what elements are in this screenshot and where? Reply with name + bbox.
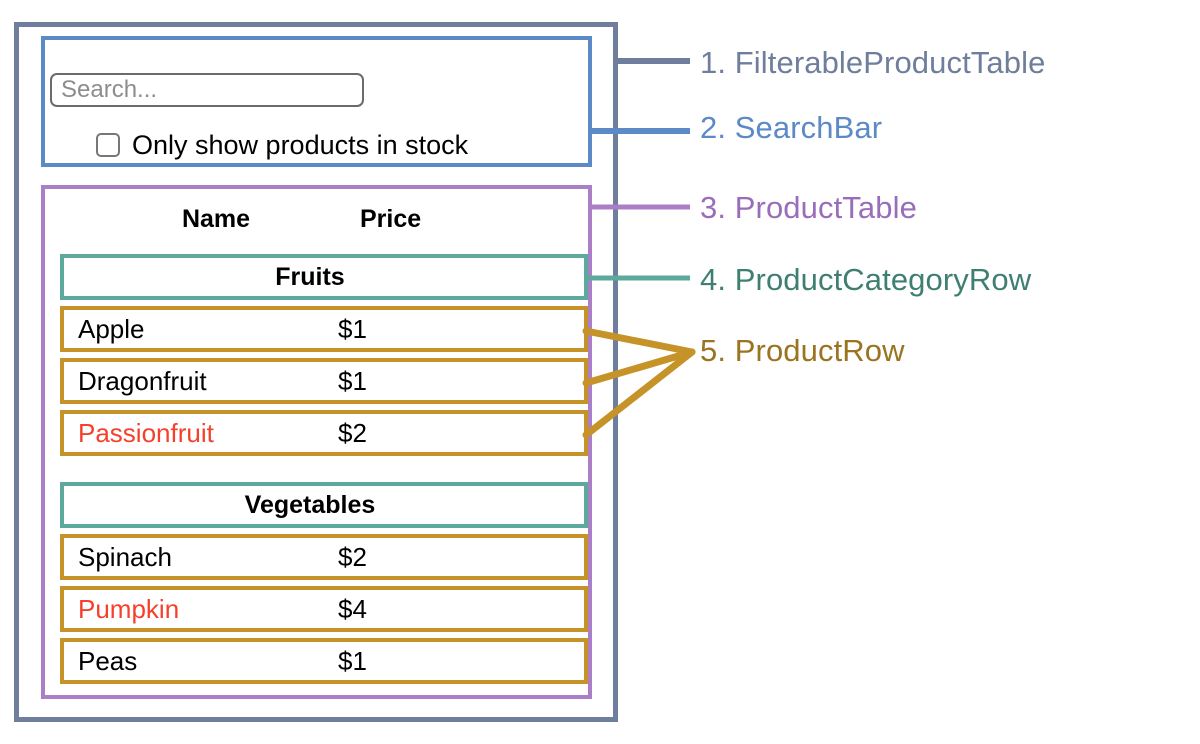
stock-filter-label: Only show products in stock: [132, 129, 469, 160]
stock-filter-row[interactable]: Only show products in stock: [96, 128, 468, 162]
product-price: $1: [338, 366, 367, 396]
product-row[interactable]: Passionfruit $2: [60, 410, 588, 456]
product-category-label: Fruits: [275, 262, 345, 291]
column-header-price: Price: [360, 204, 422, 233]
group-separator: [60, 456, 588, 474]
legend-item-product-row: 5. ProductRow: [700, 333, 905, 368]
table-header-row: Name Price: [60, 192, 588, 246]
product-name: Peas: [78, 646, 138, 676]
product-price: $2: [338, 542, 367, 572]
product-price: $1: [338, 646, 367, 676]
product-price: $4: [338, 594, 367, 624]
column-header-name: Name: [181, 204, 251, 233]
product-name: Spinach: [78, 542, 172, 572]
product-name: Passionfruit: [78, 418, 214, 448]
product-table-content: Name Price Fruits Apple $1 Dragonfruit $…: [60, 192, 588, 684]
checkbox-unchecked-icon[interactable]: [96, 133, 120, 157]
product-category-label: Vegetables: [244, 490, 376, 519]
product-row[interactable]: Peas $1: [60, 638, 588, 684]
product-name: Apple: [78, 314, 145, 344]
product-category-row: Vegetables: [60, 482, 588, 528]
product-row[interactable]: Spinach $2: [60, 534, 588, 580]
product-row[interactable]: Dragonfruit $1: [60, 358, 588, 404]
legend-item-product-table: 3. ProductTable: [700, 190, 917, 225]
product-price: $2: [338, 418, 367, 448]
legend-item-filterable-product-table: 1. FilterableProductTable: [700, 45, 1046, 80]
product-category-row: Fruits: [60, 254, 588, 300]
product-price: $1: [338, 314, 367, 344]
product-row[interactable]: Apple $1: [60, 306, 588, 352]
product-name: Pumpkin: [78, 594, 180, 624]
legend-item-product-category-row: 4. ProductCategoryRow: [700, 262, 1032, 297]
product-name: Dragonfruit: [78, 366, 207, 396]
product-row[interactable]: Pumpkin $4: [60, 586, 588, 632]
search-input[interactable]: [50, 73, 364, 107]
legend-item-search-bar: 2. SearchBar: [700, 110, 883, 145]
